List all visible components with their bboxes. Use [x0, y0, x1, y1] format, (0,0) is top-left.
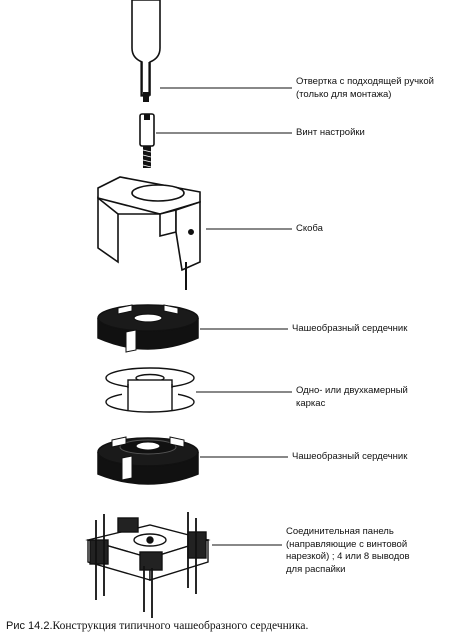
leader-lines	[156, 87, 292, 546]
figure-number: Рис 14.2.	[6, 620, 53, 632]
tuning-screw-label: Винт настройки	[296, 127, 365, 138]
connection-base-drawing	[85, 512, 211, 618]
bottom-pot-core-label: Чашеобразный сердечник	[292, 451, 408, 462]
figure-caption: Рис 14.2.Конструкция типичного чашеобраз…	[6, 620, 471, 632]
clip-label: Скоба	[296, 223, 323, 234]
tuning-screw-drawing	[139, 113, 155, 168]
bobbin-drawing	[105, 367, 195, 413]
screwdriver-drawing	[131, 0, 161, 102]
connection-base-label: Соединительная панель (направляющие с ви…	[286, 526, 410, 575]
figure-caption-text: Конструкция типичного чашеобразного серд…	[52, 620, 309, 632]
bobbin-label: Одно- или двухкамерный каркас	[296, 385, 408, 409]
screwdriver-label: Отвертка с подходящей ручкой (только для…	[296, 76, 434, 100]
top-pot-core-drawing	[97, 304, 199, 353]
top-pot-core-label: Чашеобразный сердечник	[292, 323, 408, 334]
clip-drawing	[97, 176, 201, 290]
bottom-pot-core-drawing	[97, 436, 199, 485]
